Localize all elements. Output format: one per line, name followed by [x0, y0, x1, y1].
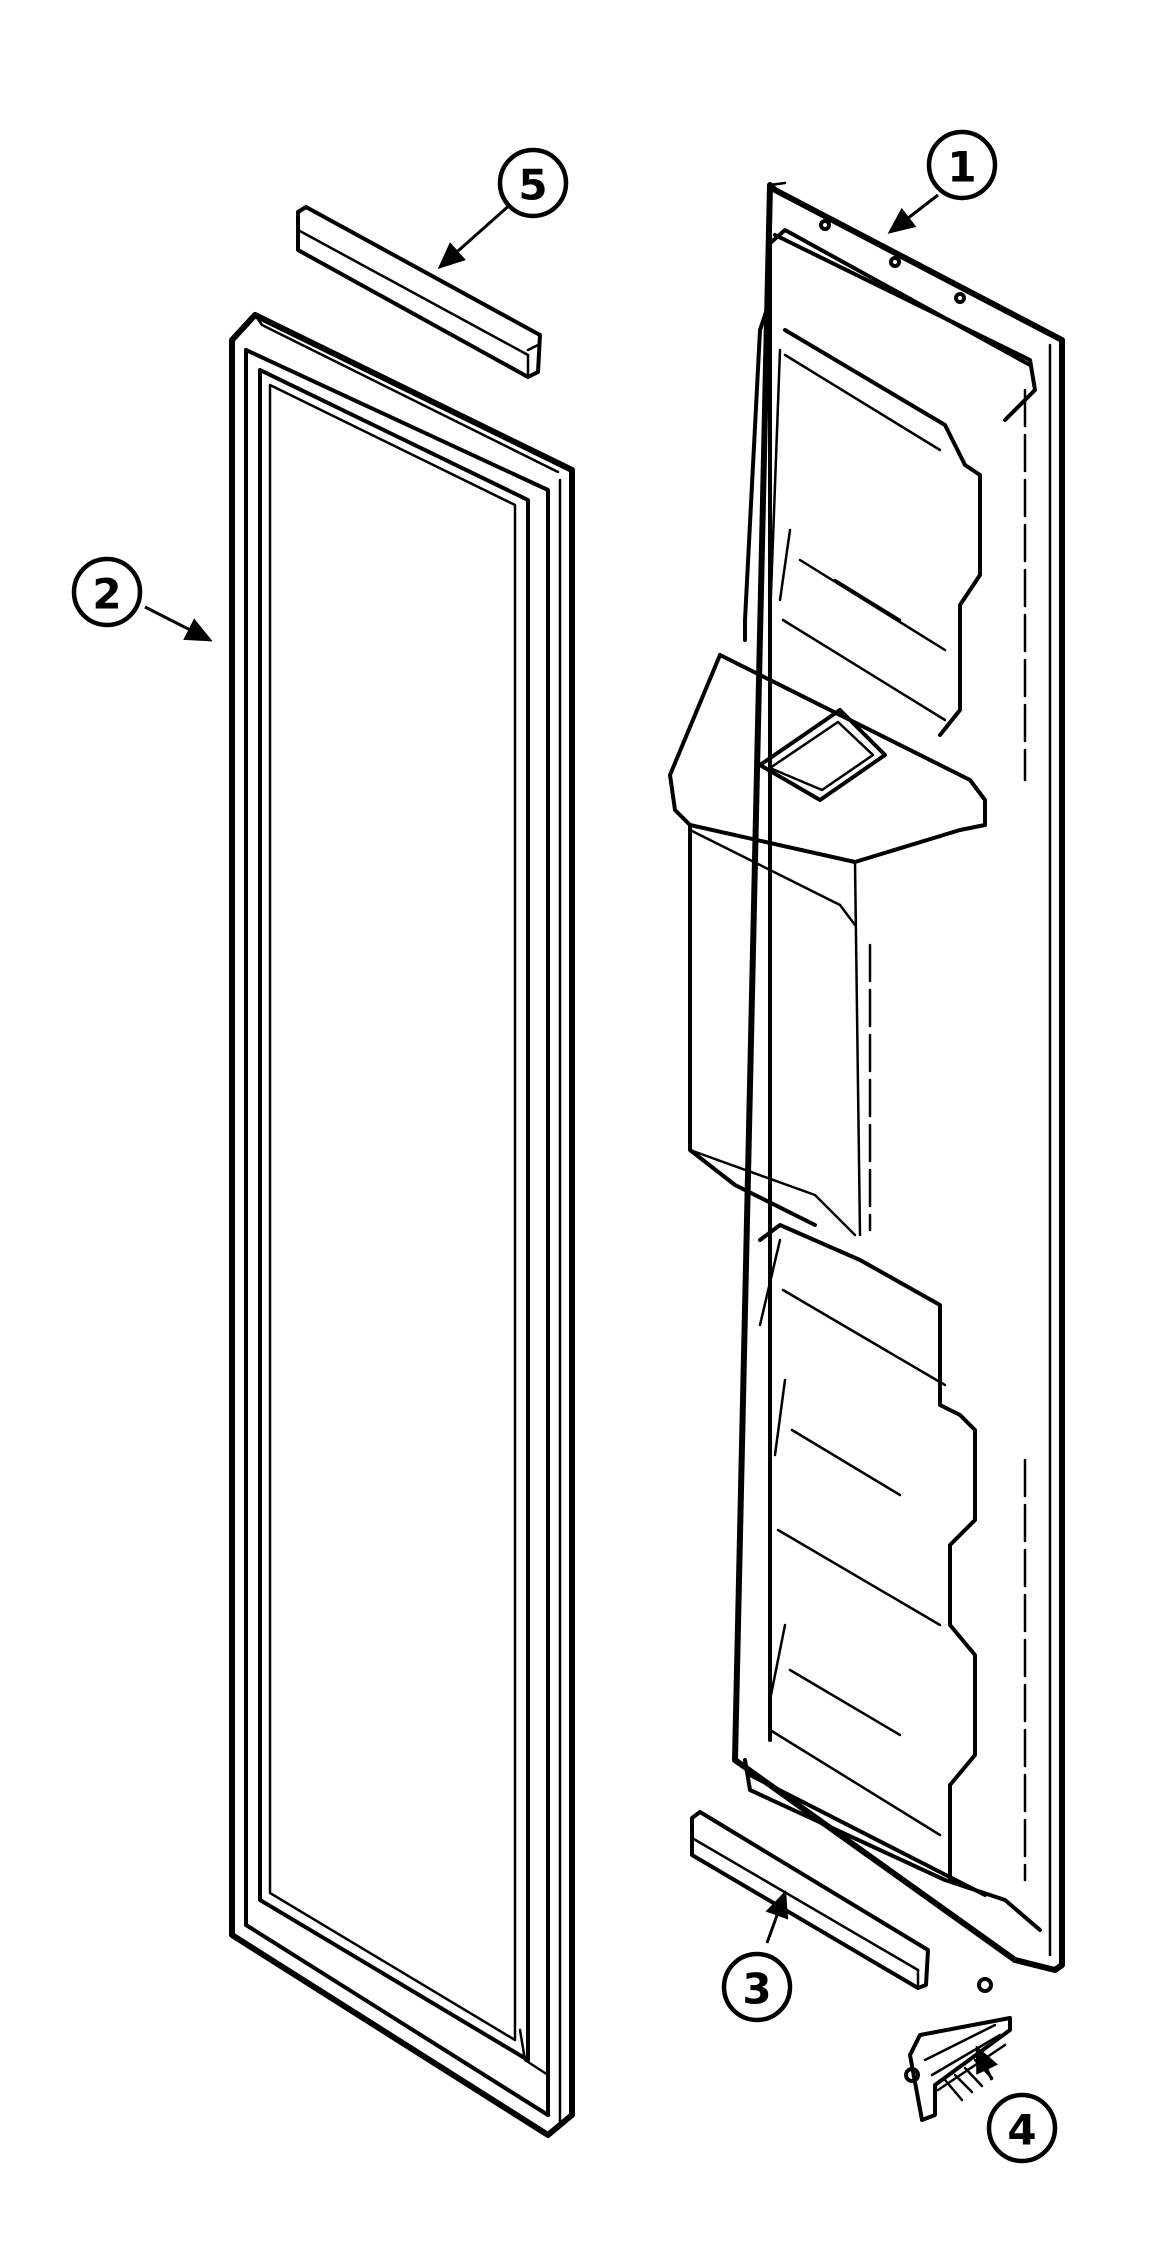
- callout-1: 1: [926, 129, 998, 201]
- hinge-clip: [904, 1977, 1012, 2122]
- callout-5: 5: [497, 147, 569, 219]
- callout-2: 2: [71, 556, 143, 628]
- door-gasket: [229, 312, 575, 2138]
- bottom-trim: [690, 1810, 930, 1990]
- callout-3: 3: [721, 1951, 793, 2023]
- callout-4: 4: [986, 2092, 1058, 2164]
- leader-line-2: [144, 605, 213, 642]
- callout-1-label: 1: [947, 143, 976, 192]
- leader-line-5: [437, 201, 513, 269]
- callout-3-label: 3: [742, 1965, 771, 2014]
- callout-2-label: 2: [92, 570, 121, 619]
- callout-5-label: 5: [518, 161, 547, 210]
- door-liner: [668, 181, 1065, 1973]
- leader-line-3: [765, 1890, 789, 1944]
- top-trim: [296, 205, 542, 379]
- leader-line-1: [887, 193, 939, 234]
- callout-4-label: 4: [1007, 2106, 1036, 2155]
- leader-line-4: [975, 2045, 999, 2081]
